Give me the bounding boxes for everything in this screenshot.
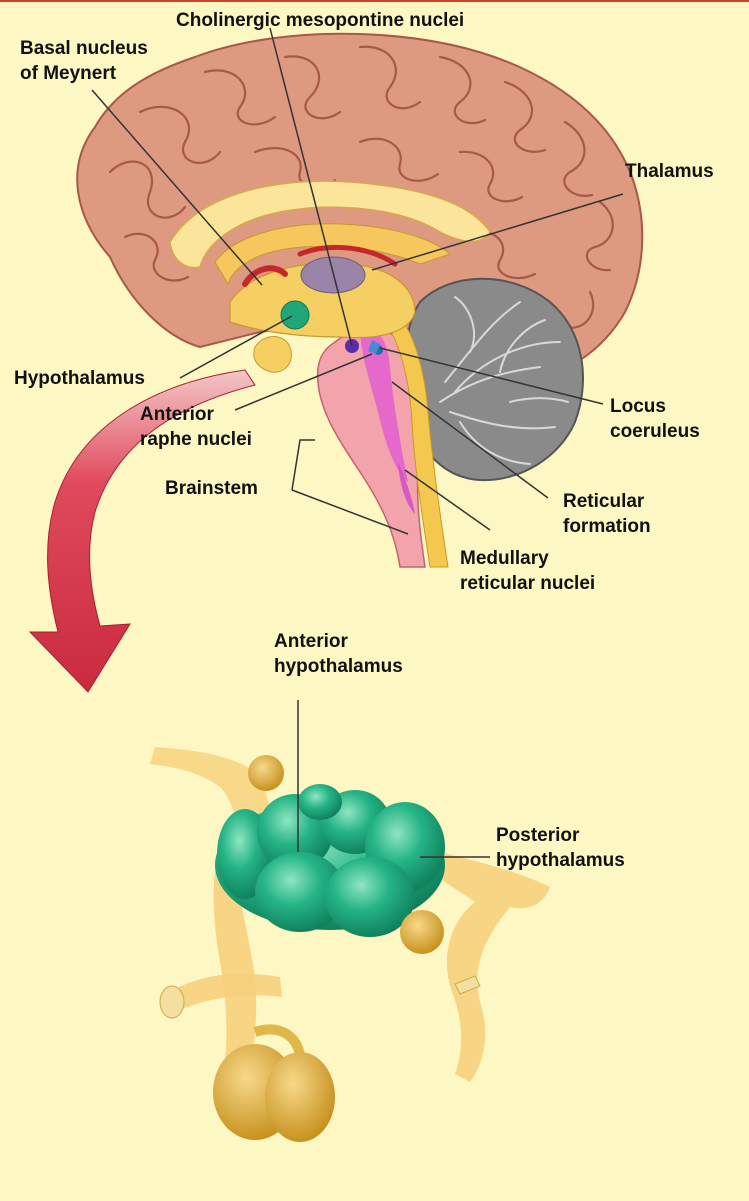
label-locus-line2: coeruleus	[610, 420, 700, 444]
label-hypothalamus: Hypothalamus	[14, 367, 145, 391]
label-basal-nucleus-line1: Basal nucleus	[20, 37, 148, 61]
cerebellum	[406, 279, 583, 480]
label-posterior-hypothalamus-line1: Posterior	[496, 824, 579, 848]
label-locus-line1: Locus	[610, 395, 666, 419]
label-cholinergic-mesopontine-nuclei: Cholinergic mesopontine nuclei	[176, 9, 464, 33]
label-anterior-hypothalamus-line2: hypothalamus	[274, 655, 403, 679]
hypothalamus-spot	[281, 301, 309, 329]
label-thalamus: Thalamus	[625, 160, 714, 184]
label-raphe-line1: Anterior	[140, 403, 214, 427]
label-medullary-line1: Medullary	[460, 547, 549, 571]
label-basal-nucleus-line2: of Meynert	[20, 62, 116, 86]
label-reticular-line2: formation	[563, 515, 651, 539]
label-raphe-line2: raphe nuclei	[140, 428, 252, 452]
label-reticular-line1: Reticular	[563, 490, 644, 514]
label-brainstem: Brainstem	[165, 477, 258, 501]
label-anterior-hypothalamus-line1: Anterior	[274, 630, 348, 654]
hypothalamus-closeup	[150, 747, 550, 1142]
label-posterior-hypothalamus-line2: hypothalamus	[496, 849, 625, 873]
label-medullary-line2: reticular nuclei	[460, 572, 595, 596]
